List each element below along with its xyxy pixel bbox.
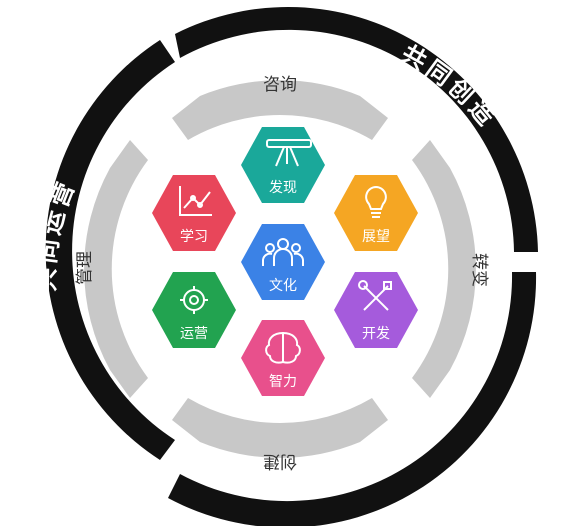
- inner-ring-segment-bottom: [172, 398, 388, 458]
- hex-learn: 学习: [152, 175, 236, 251]
- hex-develop-shape: [334, 272, 418, 348]
- hex-vision-label: 展望: [362, 229, 390, 245]
- hex-culture-shape: [241, 224, 325, 300]
- brain-icon: [265, 331, 301, 364]
- hex-develop-label: 开发: [362, 326, 390, 342]
- inner-ring: 咨询 转变 创建 管理: [75, 75, 489, 471]
- hex-discover: 发现: [241, 127, 325, 203]
- hex-learn-shape: [152, 175, 236, 251]
- tools-icon: [358, 280, 392, 311]
- gear-icon: [180, 286, 208, 314]
- hex-operate: 运营: [152, 272, 236, 348]
- hex-vision: 展望: [334, 175, 418, 251]
- inner-label-left: 管理: [75, 251, 95, 285]
- inner-ring-segment-right: [412, 140, 476, 398]
- outer-ring-segment-bottom-right: [168, 272, 537, 526]
- lightbulb-icon: [365, 185, 387, 218]
- hex-develop: 开发: [334, 272, 418, 348]
- inner-ring-segment-top: [172, 80, 388, 140]
- hexagon-cluster: 发现 展望 开发: [152, 127, 418, 396]
- hex-wisdom: 智力: [241, 320, 325, 396]
- outer-ring-segment-top-right: [175, 6, 538, 253]
- line-chart-icon: [179, 186, 212, 216]
- hex-culture-label: 文化: [269, 278, 297, 294]
- inner-label-top: 咨询: [263, 75, 297, 95]
- inner-label-bottom: 创建: [263, 451, 297, 471]
- telescope-icon: [266, 139, 312, 167]
- hex-wisdom-label: 智力: [269, 374, 297, 390]
- hex-culture: 文化: [241, 224, 325, 300]
- people-icon: [262, 238, 304, 266]
- inner-ring-segment-left: [84, 140, 148, 398]
- outer-label-top-right: 共同创造: [397, 40, 502, 134]
- outer-label-left: 共同运营: [32, 175, 81, 292]
- hex-operate-label: 运营: [180, 326, 208, 342]
- outer-ring-segment-left: [45, 40, 175, 460]
- hex-discover-label: 发现: [269, 180, 297, 196]
- hex-learn-label: 学习: [180, 229, 208, 245]
- inner-label-right: 转变: [469, 253, 489, 287]
